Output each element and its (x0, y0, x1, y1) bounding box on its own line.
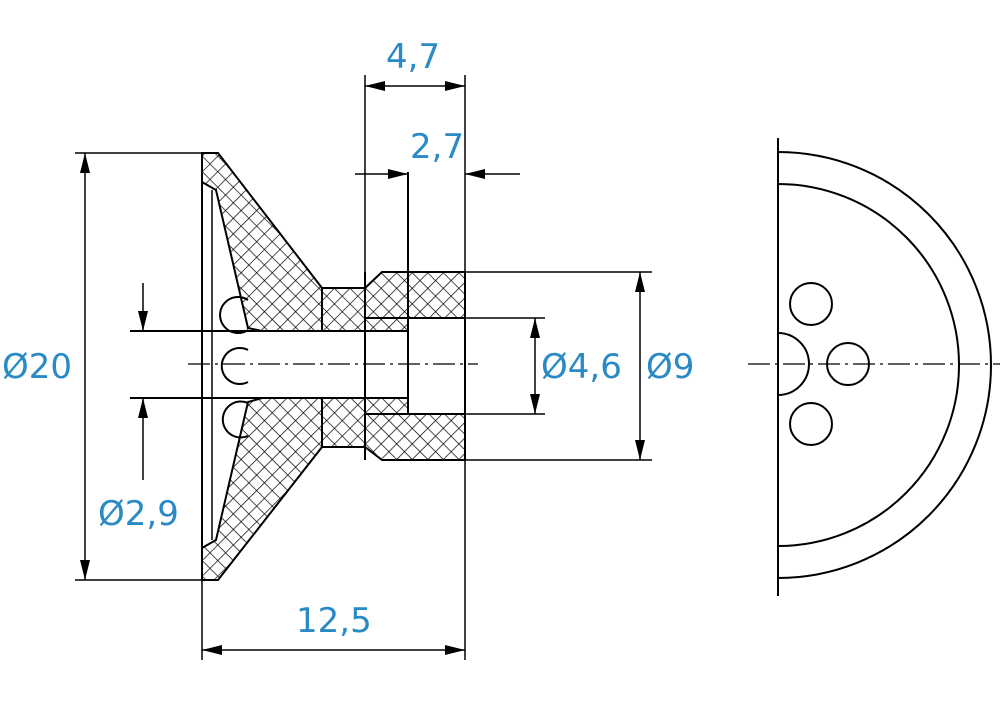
side-view (748, 138, 1000, 596)
label-diameter-bore: Ø4,6 (541, 347, 622, 387)
section-view (130, 152, 478, 581)
label-diameter-hole: Ø2,9 (98, 494, 179, 534)
label-length-shaft: 4,7 (386, 37, 440, 77)
hatch-upper-cone (201, 152, 323, 332)
label-diameter-shaft: Ø9 (646, 347, 694, 387)
label-length-total: 12,5 (296, 601, 372, 641)
hatch-upper-shaft (321, 271, 466, 332)
hatch-lower-cone (201, 397, 323, 581)
label-length-bore: 2,7 (410, 127, 464, 167)
label-diameter-outer: Ø20 (2, 347, 72, 387)
dimensions: Ø20 Ø2,9 12,5 4,7 2,7 Ø4,6 Ø9 (2, 37, 694, 660)
hatch-lower-shaft (321, 397, 466, 461)
